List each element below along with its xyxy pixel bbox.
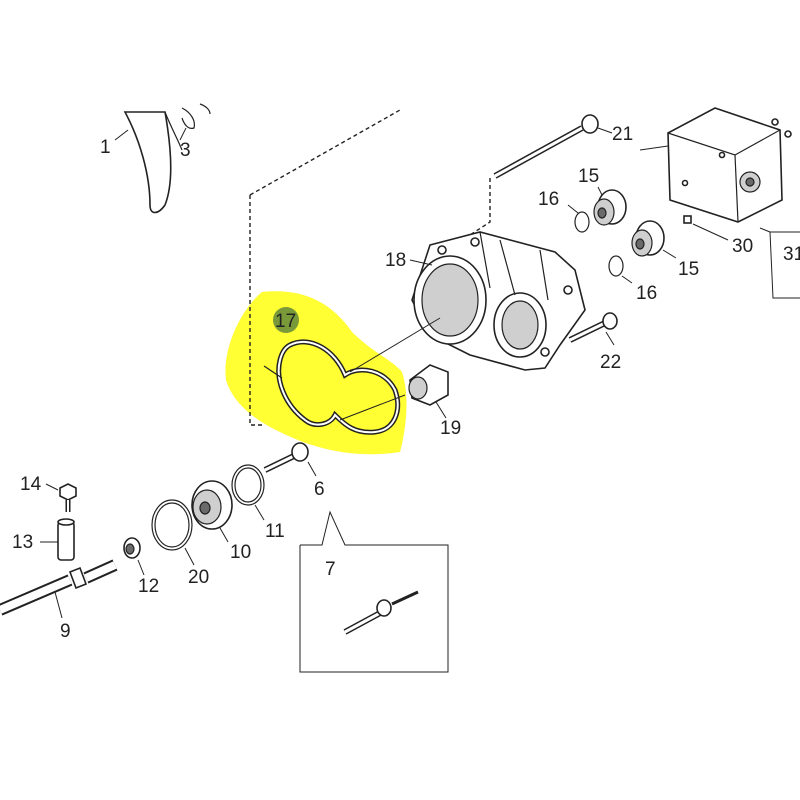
part-gasket-17 bbox=[263, 339, 401, 435]
part-bushing-12 bbox=[123, 537, 141, 559]
part-bolt-14 bbox=[59, 483, 77, 512]
callout-10: 10 bbox=[230, 542, 251, 563]
callout-30: 30 bbox=[732, 236, 753, 257]
gasket-highlight bbox=[225, 291, 407, 455]
callout-14: 14 bbox=[20, 474, 42, 495]
part-bolt-22 bbox=[568, 312, 618, 343]
part-hose-9 bbox=[0, 559, 118, 616]
callout-12: 12 bbox=[138, 576, 159, 597]
callout-9: 9 bbox=[60, 621, 71, 642]
callout-20: 20 bbox=[188, 567, 209, 588]
dashed-connector-top bbox=[249, 109, 401, 196]
part-snap-ring-16-lower bbox=[608, 255, 624, 277]
detail-box-7 bbox=[299, 510, 449, 673]
part-nut-30 bbox=[683, 215, 692, 224]
callout-19: 19 bbox=[440, 418, 461, 439]
part-cover-box bbox=[667, 107, 792, 223]
callout-frame-31 bbox=[769, 231, 800, 299]
part-bracket-1 bbox=[123, 103, 211, 214]
callout-15-upper: 15 bbox=[578, 166, 599, 187]
callout-31: 31 bbox=[783, 244, 800, 265]
part-pulley-10 bbox=[191, 480, 233, 530]
part-sleeve-19 bbox=[408, 364, 449, 406]
callout-6: 6 bbox=[314, 479, 325, 500]
callout-15-lower: 15 bbox=[678, 259, 699, 280]
part-ring-20 bbox=[151, 499, 193, 551]
callout-16-upper: 16 bbox=[538, 189, 559, 210]
dashed-connector-left bbox=[249, 195, 262, 426]
callout-1: 1 bbox=[100, 137, 111, 158]
part-bearing-15-upper bbox=[593, 189, 627, 226]
callout-7: 7 bbox=[325, 559, 336, 580]
part-housing-18 bbox=[411, 231, 586, 371]
callout-18: 18 bbox=[385, 250, 406, 271]
part-fitting-13 bbox=[57, 518, 75, 561]
part-screw-6 bbox=[263, 442, 309, 473]
part-snap-ring-16-upper bbox=[574, 211, 590, 233]
callout-17: 17 bbox=[275, 311, 296, 332]
callout-21: 21 bbox=[612, 124, 633, 145]
callout-11: 11 bbox=[265, 521, 285, 542]
callout-16-lower: 16 bbox=[636, 283, 657, 304]
dashed-connector-bolt bbox=[469, 178, 491, 236]
part-bearing-15-lower bbox=[631, 220, 665, 257]
callout-3: 3 bbox=[180, 140, 191, 161]
callout-22: 22 bbox=[600, 352, 621, 373]
callout-13: 13 bbox=[12, 532, 33, 553]
part-o-ring-11 bbox=[231, 464, 265, 506]
part-bolt-21 bbox=[493, 114, 599, 179]
part-17-badge bbox=[273, 307, 299, 333]
